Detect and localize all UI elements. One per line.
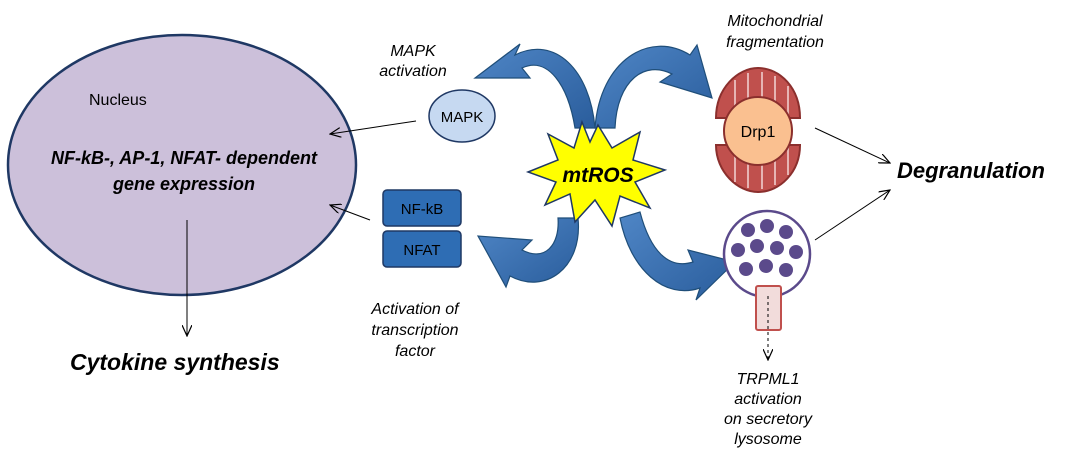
nucleus: Nucleus NF-kB-, AP-1, NFAT- dependent ge… bbox=[6, 33, 358, 297]
mito-to-degranulation-arrow bbox=[814, 127, 890, 163]
cytokine-synthesis-label: Cytokine synthesis bbox=[70, 349, 280, 375]
nfkb-label: NF-kB bbox=[401, 201, 444, 218]
mtros-burst: mtROS bbox=[525, 119, 668, 228]
mtros-label: mtROS bbox=[562, 164, 633, 187]
mapk-caption-line2: activation bbox=[379, 63, 447, 80]
mito-caption-line2: fragmentation bbox=[726, 34, 824, 51]
transcription-caption-line3: factor bbox=[395, 343, 436, 360]
nucleus-gene-line2: gene expression bbox=[112, 174, 255, 194]
trpml1-caption-line3: on secretory bbox=[724, 411, 813, 428]
degranulation-label: Degranulation bbox=[897, 158, 1045, 183]
trpml1-caption-line4: lysosome bbox=[734, 431, 802, 448]
drp1-label: Drp1 bbox=[741, 124, 776, 141]
mapk-to-nucleus-arrow bbox=[330, 120, 417, 134]
nucleus-gene-line1: NF-kB-, AP-1, NFAT- dependent bbox=[51, 148, 318, 168]
drp1-node: Drp1 bbox=[723, 96, 793, 166]
nfkb-node: NF-kB bbox=[382, 189, 462, 227]
trpml1-caption-line1: TRPML1 bbox=[736, 371, 799, 388]
transcription-caption-line2: transcription bbox=[371, 322, 458, 339]
nfat-label: NFAT bbox=[403, 242, 440, 259]
secretory-lysosome bbox=[722, 209, 812, 299]
mapk-node-label: MAPK bbox=[441, 109, 484, 126]
trpml1-caption-line2: activation bbox=[734, 391, 802, 408]
transcription-caption-line1: Activation of bbox=[370, 301, 460, 318]
nfat-node: NFAT bbox=[382, 230, 462, 268]
curved-arrow-to-lysosome bbox=[619, 211, 737, 301]
mito-caption-line1: Mitochondrial bbox=[727, 13, 823, 30]
trpml1-channel bbox=[755, 285, 782, 360]
curved-arrow-to-transcription bbox=[476, 217, 579, 289]
transcription-to-nucleus-arrow bbox=[330, 205, 371, 221]
lysosome-to-degranulation-arrow bbox=[814, 190, 890, 241]
curved-arrow-to-mapk bbox=[473, 43, 596, 129]
mapk-caption-line1: MAPK bbox=[390, 43, 437, 60]
nucleus-title: Nucleus bbox=[89, 92, 147, 109]
mapk-node: MAPK bbox=[428, 89, 496, 143]
curved-arrow-to-mitochondria bbox=[594, 43, 713, 129]
